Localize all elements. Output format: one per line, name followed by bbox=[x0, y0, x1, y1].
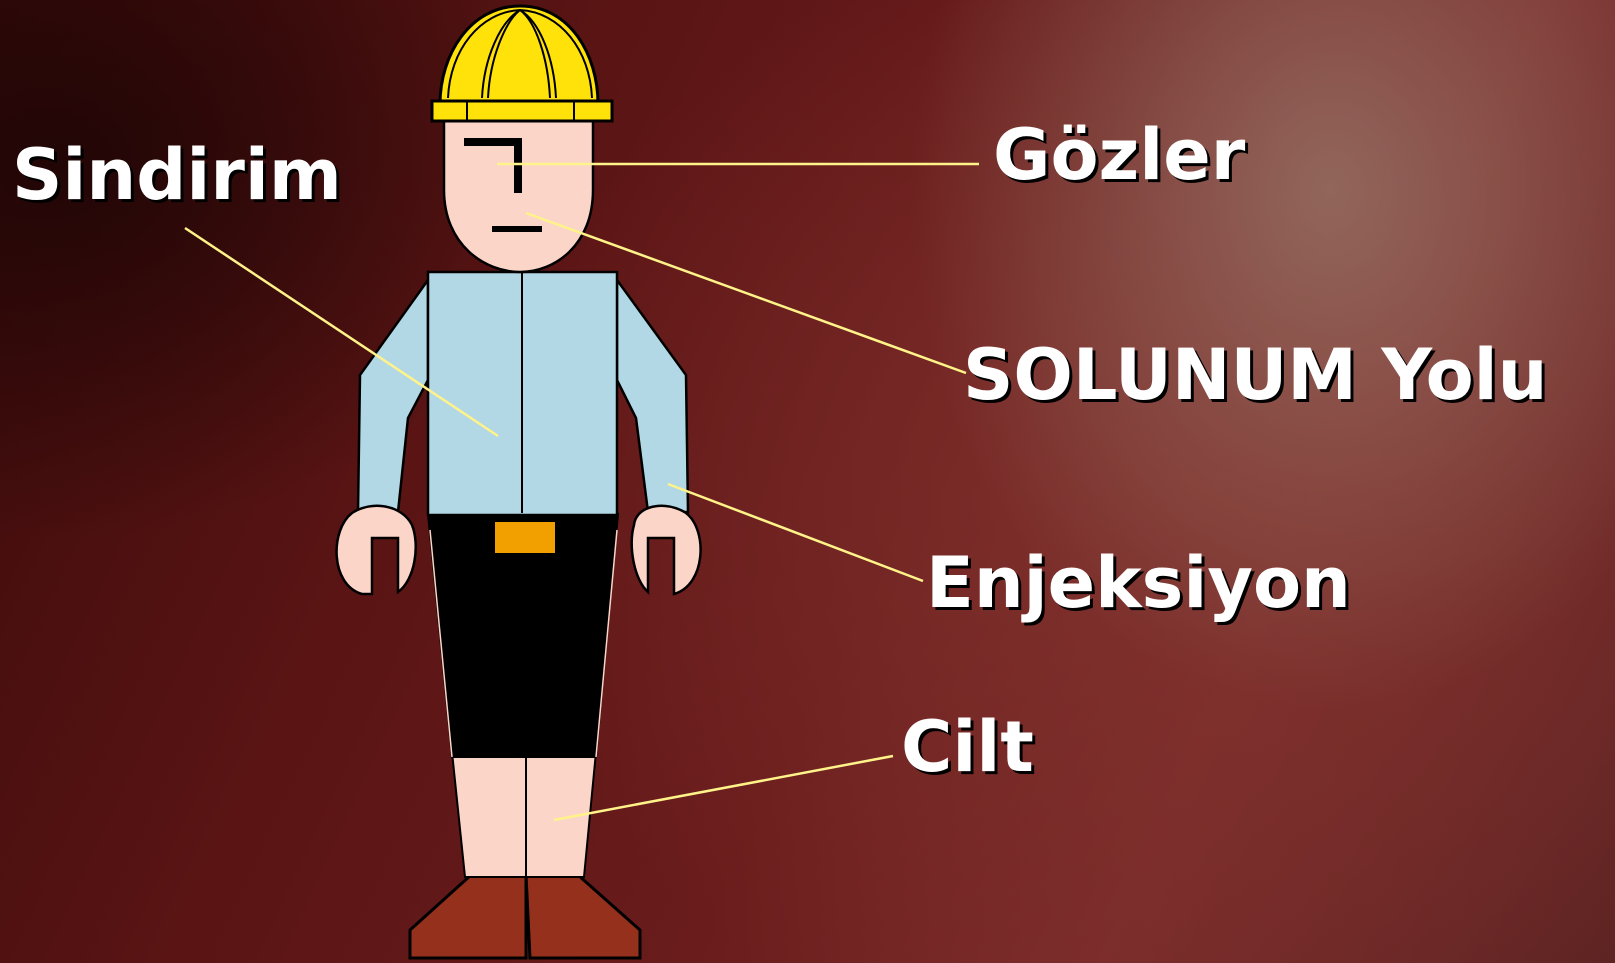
label-gozler: Gözler bbox=[993, 114, 1246, 196]
label-solunum-yolu: SOLUNUM Yolu bbox=[963, 334, 1548, 416]
leader-lines bbox=[184, 162, 979, 822]
label-sindirim: Sindirim bbox=[12, 134, 342, 216]
eye bbox=[464, 138, 522, 193]
label-enjeksiyon: Enjeksiyon bbox=[926, 542, 1351, 624]
hard-hat bbox=[430, 4, 614, 123]
legs bbox=[450, 751, 598, 878]
label-cilt: Cilt bbox=[901, 706, 1034, 788]
hands bbox=[335, 504, 702, 596]
leader-line-solunum bbox=[525, 211, 967, 375]
belt-buckle bbox=[495, 522, 555, 553]
leader-line-enjeksiyon bbox=[667, 482, 924, 583]
leader-line-cilt bbox=[553, 754, 894, 822]
shoes bbox=[408, 873, 642, 960]
head bbox=[442, 116, 595, 274]
leader-line-sindirim bbox=[184, 226, 499, 438]
